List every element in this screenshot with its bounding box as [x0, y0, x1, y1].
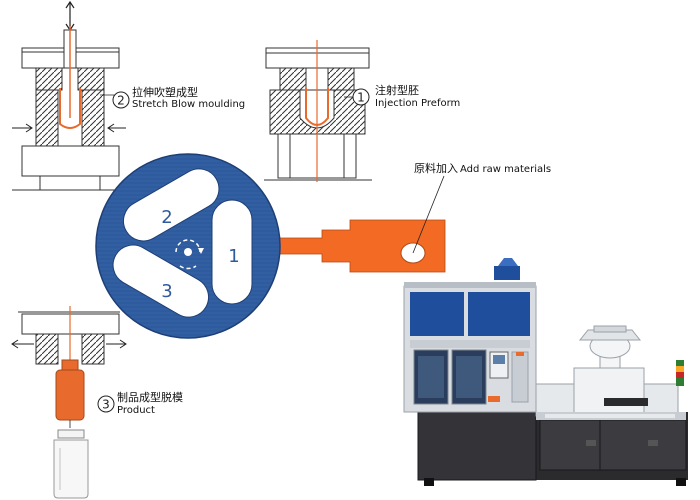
step-3-label-en: Product [117, 405, 155, 416]
rotation-arrow-icon [175, 239, 204, 270]
eject-right-arrow-icon [106, 339, 127, 349]
blow-moulding-machine [403, 258, 688, 486]
step-2-badge: 2 [112, 91, 130, 109]
step-1-label-en: Injection Preform [375, 98, 460, 109]
injection-station [264, 40, 372, 182]
step-3-label-cn: 制品成型脱模 [117, 390, 183, 404]
turntable-slot-2-label: 2 [161, 207, 172, 228]
stretch-blow-station [12, 0, 128, 191]
turntable-slot-1-label: 1 [228, 246, 239, 267]
step-1-number: 1 [357, 91, 365, 105]
clamp-right-arrow-icon [107, 123, 126, 133]
finished-bottle-icon [53, 429, 89, 499]
clamp-left-arrow-icon [12, 123, 33, 133]
step-3-number: 3 [102, 398, 110, 412]
step-3-badge: 3 [97, 395, 115, 413]
step-1-label-cn: 注射型胚 [375, 83, 419, 97]
eject-left-arrow-icon [11, 339, 34, 349]
product-station [11, 306, 127, 428]
step-1-badge: 1 [352, 88, 370, 106]
step-2-label-cn: 拉伸吹塑成型 [132, 85, 198, 99]
turntable-slot-3-label: 3 [161, 281, 172, 302]
stretch-rod-arrow-icon [65, 0, 75, 32]
raw-materials-leader-line [412, 175, 445, 254]
transfer-arm [271, 219, 446, 273]
step-2-label-en: Stretch Blow moulding [132, 99, 245, 110]
step-2-number: 2 [117, 94, 125, 108]
rotary-turntable: 1 2 3 [95, 153, 281, 339]
